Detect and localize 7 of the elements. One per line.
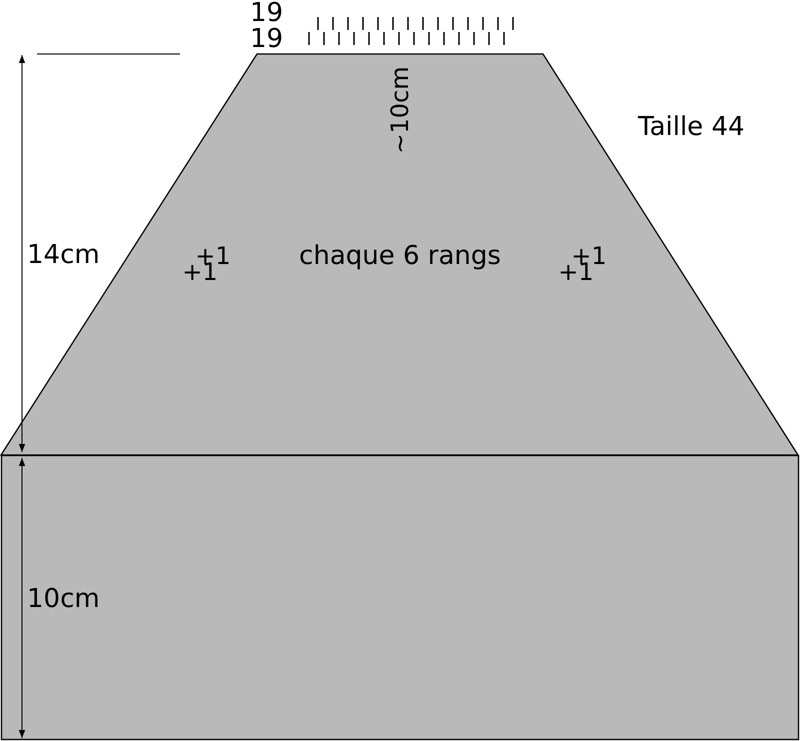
dimension-label: ~10cm: [388, 66, 412, 154]
dimension-label: 10cm: [27, 586, 100, 612]
size-label: Taille 44: [638, 114, 745, 140]
stitch-count: 19: [250, 26, 284, 52]
pattern-note: chaque 6 rangs: [299, 243, 501, 269]
stitch-count: 19: [250, 0, 284, 26]
dimension-label: 14cm: [27, 242, 100, 268]
